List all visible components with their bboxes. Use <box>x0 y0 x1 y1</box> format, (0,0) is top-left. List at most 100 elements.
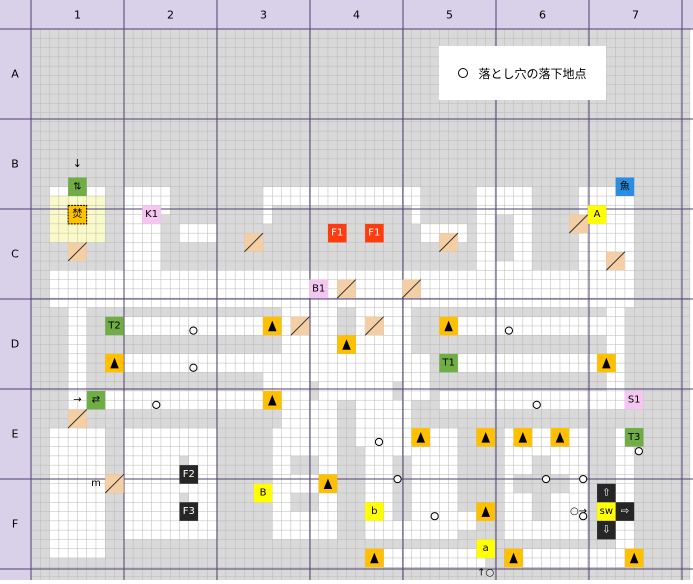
marker-f1-left-label: F1 <box>331 228 343 239</box>
marker-t2 <box>105 316 124 336</box>
marker-t1-label: T1 <box>441 358 454 369</box>
triangle-up-icon <box>342 339 351 350</box>
marker-f1-right-label: F1 <box>368 228 380 239</box>
pitfall-circle <box>152 400 161 409</box>
burn-marker <box>67 204 88 225</box>
stairs-slope <box>244 232 264 253</box>
stairs-slope <box>336 279 357 299</box>
pitfall-circle <box>393 474 402 484</box>
column-label: 2 <box>167 9 174 22</box>
stairs-slope <box>290 316 310 336</box>
marker-b-upper-label: B <box>260 488 267 499</box>
marker-a-lower-label: a <box>483 543 489 554</box>
pitfall-circle <box>430 512 439 521</box>
marker-a-lower <box>476 539 495 558</box>
marker-f2 <box>179 465 199 484</box>
marker-m: m <box>91 478 101 489</box>
stairs-updown-icon-label: ⇅ <box>73 181 81 192</box>
up-arrow-icon <box>597 483 616 503</box>
up-arrow-icon-label: ⇧ <box>602 488 610 499</box>
marker-f1-right <box>365 223 384 243</box>
marker-fish <box>615 177 635 197</box>
entry-down-arrow: ↓ <box>73 157 82 170</box>
pitfall-circle-icon <box>458 68 469 78</box>
triangle-up-icon <box>555 432 565 443</box>
column-label: 5 <box>446 9 453 22</box>
triangle-up-icon <box>509 552 518 564</box>
column-label: 3 <box>260 9 267 22</box>
column-label: 7 <box>632 9 639 22</box>
pitfall-circle <box>541 474 551 484</box>
triangle-up-icon <box>268 394 277 406</box>
stairs-slope <box>606 251 626 271</box>
marker-f3-label: F3 <box>183 506 195 517</box>
row-label: F <box>12 518 18 531</box>
marker-t2-label: T2 <box>107 320 120 331</box>
triangle-up-icon <box>370 552 379 564</box>
marker-b-lower <box>365 502 384 521</box>
pitfall-circle <box>189 363 198 372</box>
row-label: E <box>12 428 19 441</box>
triangle-up-icon <box>323 478 333 489</box>
right-arrow-icon-label: ⇨ <box>621 506 629 517</box>
pitfall-circle <box>634 447 643 456</box>
marker-t3 <box>624 428 644 447</box>
stairs-slope <box>104 474 125 494</box>
stairs-slope <box>364 316 384 336</box>
marker-t1 <box>439 353 458 373</box>
stairs-slope <box>401 279 422 299</box>
marker-f1-left <box>327 223 347 243</box>
marker-a-upper <box>587 205 607 224</box>
column-label: 4 <box>353 9 360 22</box>
row-header-bar <box>0 0 31 580</box>
pitfall-circle <box>374 437 384 447</box>
marker-k1 <box>142 205 161 224</box>
entry-right-arrow: → <box>73 395 81 406</box>
row-label: B <box>11 158 19 171</box>
triangle-up-icon <box>602 357 611 369</box>
stairs-slope <box>438 232 459 253</box>
stairs-updown-icon <box>68 177 87 197</box>
triangle-up-icon <box>518 432 528 443</box>
up-circle-label: ↑○ <box>477 567 494 578</box>
marker-s1-label: S1 <box>628 395 641 406</box>
triangle-up-icon <box>416 432 426 443</box>
stairs-slope <box>568 214 589 234</box>
stairs-slope <box>67 242 88 262</box>
marker-b1 <box>309 279 328 299</box>
legend-text: 落とし穴の落下地点 <box>478 66 587 81</box>
switch-marker-label: sw <box>600 506 613 517</box>
burn-marker-label: 焚 <box>72 208 82 220</box>
pitfall-circle <box>579 512 588 521</box>
row-label: D <box>11 338 19 351</box>
marker-b-upper <box>253 483 273 503</box>
stairs-slope <box>67 409 88 429</box>
triangle-up-icon <box>444 320 453 332</box>
circle-arrow-label: ○→ <box>570 506 587 517</box>
column-label: 6 <box>539 9 546 22</box>
triangle-up-icon <box>110 357 119 369</box>
marker-s1 <box>624 390 644 410</box>
pitfall-circle <box>504 326 514 335</box>
pitfall-circle <box>579 474 588 484</box>
triangle-up-icon <box>268 320 277 332</box>
pitfall-circle <box>189 326 198 335</box>
marker-fish-label: 魚 <box>620 179 630 192</box>
triangle-up-icon <box>481 506 490 517</box>
marker-t3-label: T3 <box>627 432 640 443</box>
row-label: C <box>11 248 19 261</box>
column-header-bar <box>0 0 693 29</box>
switch-marker <box>597 502 616 521</box>
marker-f3 <box>179 502 199 521</box>
marker-a-upper-label: A <box>594 209 601 220</box>
swap-arrow-icon-label: ⇄ <box>92 395 100 406</box>
pitfall-circle <box>532 400 541 409</box>
marker-b-lower-label: b <box>371 506 377 517</box>
marker-b1-label: B1 <box>312 283 325 294</box>
down-arrow-icon-label: ⇩ <box>602 525 610 536</box>
down-arrow-icon <box>597 520 616 540</box>
swap-arrow-icon <box>86 390 106 410</box>
row-label: A <box>11 68 19 81</box>
